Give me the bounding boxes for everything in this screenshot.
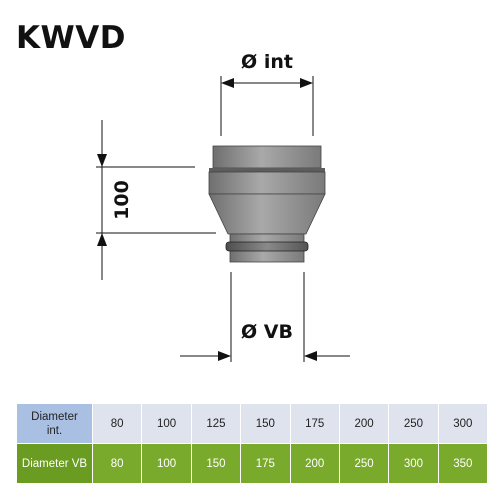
height-dimension: 100 [96, 120, 216, 280]
table-cell: 300 [388, 443, 439, 484]
arrowhead-right [300, 78, 313, 88]
top-collar [212, 145, 322, 169]
reducer-part [208, 145, 326, 263]
arrowhead-down [97, 154, 107, 167]
table-cell: 80 [91, 403, 143, 444]
table-cell: 200 [289, 443, 340, 484]
bottom-diameter-label: Ø VB [241, 321, 293, 343]
table-cell: 100 [141, 443, 192, 484]
bottom-diameter-dimension: Ø VB [180, 272, 350, 362]
row-label-diameter-vb: Diameter VB [16, 443, 93, 484]
reducer-technical-drawing: Ø int 100 Ø VB [96, 51, 350, 362]
top-band [209, 168, 325, 172]
arrowhead-right-in [218, 351, 231, 361]
table-cell: 250 [338, 443, 390, 484]
table-row-diameter-vb: Diameter VB 80 100 150 175 200 250 300 3… [16, 443, 489, 484]
table-cell: 80 [91, 443, 143, 484]
height-label: 100 [111, 180, 133, 220]
arrowhead-left-in [304, 351, 317, 361]
top-diameter-dimension: Ø int [220, 51, 314, 136]
product-title: KWVD [16, 20, 126, 56]
top-diameter-label: Ø int [241, 51, 293, 73]
table-cell: 300 [437, 403, 489, 444]
table-cell: 125 [190, 403, 242, 444]
table-cell: 200 [338, 403, 390, 444]
reducer-cone [208, 193, 326, 235]
upper-section [208, 171, 326, 195]
table-cell: 250 [388, 403, 439, 444]
table-cell: 100 [141, 403, 192, 444]
arrowhead-left [221, 78, 234, 88]
arrowhead-up [97, 233, 107, 246]
table-cell: 175 [240, 443, 291, 484]
table-cell: 350 [437, 443, 489, 484]
table-cell: 150 [190, 443, 242, 484]
table-cell: 150 [240, 403, 291, 444]
table-cell: 175 [289, 403, 340, 444]
seal-ring [225, 241, 309, 252]
